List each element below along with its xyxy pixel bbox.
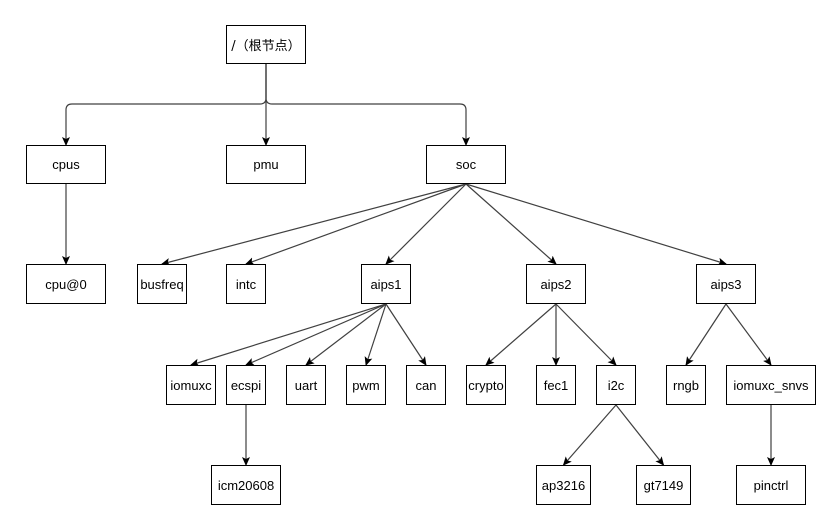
node-aips3[interactable]: aips3	[696, 264, 756, 304]
node-busfreq[interactable]: busfreq	[137, 264, 187, 304]
node-ecspi[interactable]: ecspi	[226, 365, 266, 405]
edge-aips1-to-pwm	[364, 303, 387, 366]
node-iomuxc-snvs[interactable]: iomuxc_snvs	[726, 365, 816, 405]
edge-aips2-to-i2c	[555, 303, 617, 366]
edge-soc-to-aips2	[465, 183, 557, 265]
node-icm20608[interactable]: icm20608	[211, 465, 281, 505]
edge-aips3-to-iomuxc_snvs	[725, 303, 772, 366]
node-pinctrl[interactable]: pinctrl	[736, 465, 806, 505]
node-iomuxc[interactable]: iomuxc	[166, 365, 216, 405]
edge-root-to-cpus	[62, 64, 267, 146]
edge-i2c-to-gt7149	[615, 404, 665, 466]
node-intc[interactable]: intc	[226, 264, 266, 304]
node-fec1[interactable]: fec1	[536, 365, 576, 405]
node-aips2[interactable]: aips2	[526, 264, 586, 304]
node-pmu[interactable]: pmu	[226, 145, 306, 184]
node-cpu0[interactable]: cpu@0	[26, 264, 106, 304]
node-cpus[interactable]: cpus	[26, 145, 106, 184]
edge-soc-to-intc	[245, 183, 467, 266]
node-crypto[interactable]: crypto	[466, 365, 506, 405]
node-i2c[interactable]: i2c	[596, 365, 636, 405]
edge-aips2-to-crypto	[485, 303, 557, 366]
node-pwm[interactable]: pwm	[346, 365, 386, 405]
node-gt7149[interactable]: gt7149	[636, 465, 691, 505]
node-uart[interactable]: uart	[286, 365, 326, 405]
edge-aips1-to-ecspi	[245, 303, 387, 366]
node-aips1[interactable]: aips1	[361, 264, 411, 304]
edge-aips1-to-can	[385, 303, 427, 366]
node-ap3216[interactable]: ap3216	[536, 465, 591, 505]
node-rngb[interactable]: rngb	[666, 365, 706, 405]
edge-soc-to-aips1	[385, 183, 467, 265]
edge-soc-to-aips3	[465, 183, 727, 266]
edge-aips1-to-iomuxc	[190, 303, 387, 367]
node-can[interactable]: can	[406, 365, 446, 405]
edge-aips1-to-uart	[305, 303, 387, 366]
node-root[interactable]: /（根节点）	[226, 25, 306, 64]
edge-root-to-soc	[265, 64, 470, 146]
edge-soc-to-busfreq	[161, 183, 467, 266]
edge-i2c-to-ap3216	[562, 404, 617, 466]
edge-aips3-to-rngb	[685, 303, 727, 366]
node-soc[interactable]: soc	[426, 145, 506, 184]
